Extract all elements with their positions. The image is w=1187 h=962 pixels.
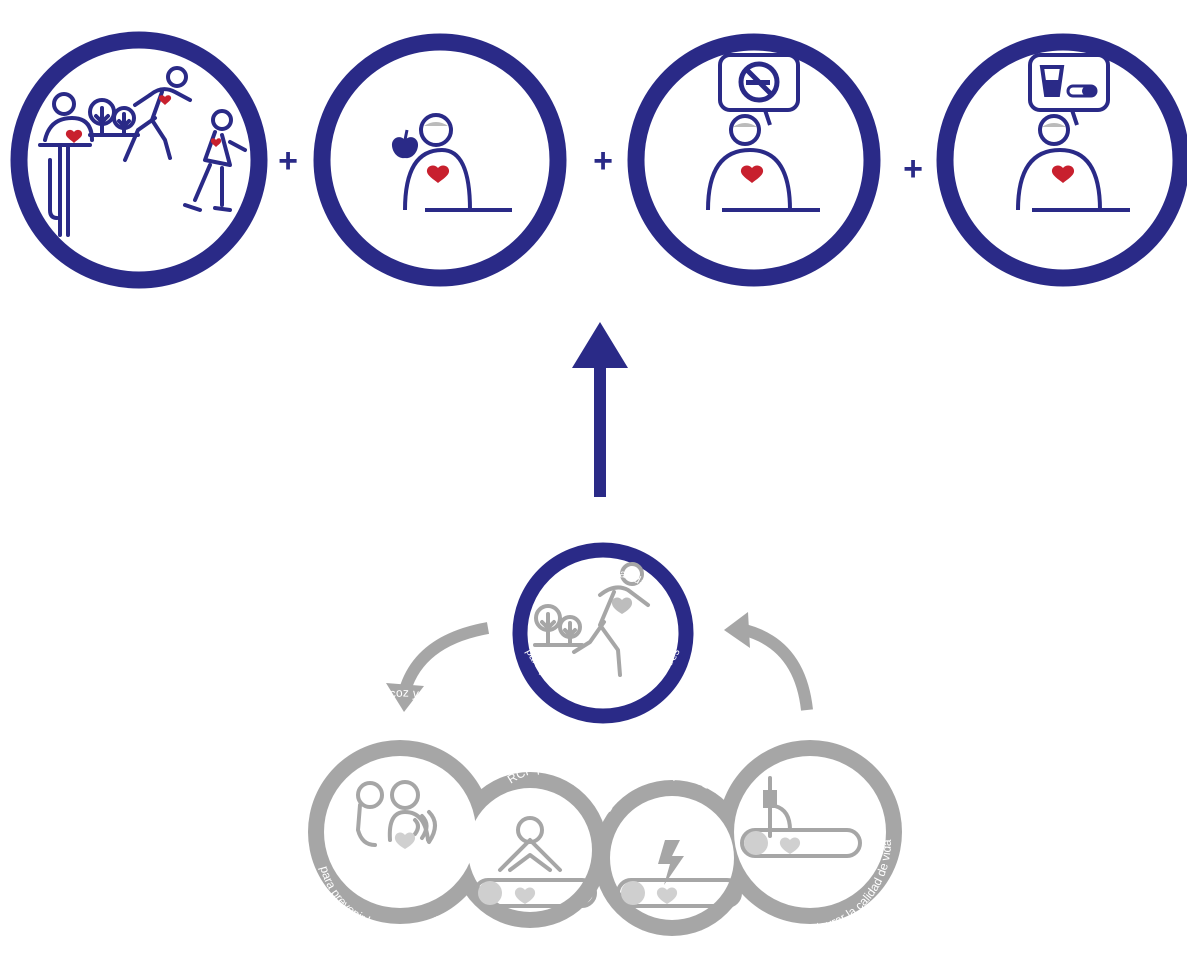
heart-icon xyxy=(514,887,536,904)
call-for-help-icon xyxy=(355,780,437,847)
chain-link-defibrillation xyxy=(616,840,742,908)
healthy-diet-circle-ring xyxy=(313,33,567,287)
right-curved-arrow xyxy=(724,612,813,711)
chain-of-survival: Reconocimiento precoz y pedir ayuda para… xyxy=(308,686,902,962)
plus-sign-3: + xyxy=(903,150,923,188)
badge-ring xyxy=(512,542,694,724)
speech-bubble-icon xyxy=(718,53,800,112)
heart-icon xyxy=(394,832,416,849)
running-man-icon xyxy=(533,562,650,677)
left-curved-arrow xyxy=(386,622,490,712)
heart-icon xyxy=(65,95,222,147)
exercise-circle-ring xyxy=(10,31,268,289)
up-arrow xyxy=(572,322,628,497)
healthy-diet-circle xyxy=(313,33,567,287)
heart-icon xyxy=(656,887,678,904)
heart-icon xyxy=(611,597,633,614)
cigarette-icon xyxy=(746,80,770,85)
heart-icon xyxy=(740,165,764,183)
no-smoking-icon xyxy=(706,53,820,212)
chain-link-cpr xyxy=(473,816,597,908)
heart-icon xyxy=(779,837,801,854)
defibrillation-icon xyxy=(616,878,742,908)
chain-2-bottom-text: para ganar tiempo xyxy=(485,926,580,959)
medication-icon xyxy=(1016,53,1130,212)
no-smoking-circle xyxy=(627,33,881,287)
head-icon xyxy=(729,114,761,146)
apple-icon xyxy=(391,137,419,159)
heart-icon xyxy=(1051,165,1075,183)
no-smoking-circle-ring xyxy=(627,33,881,287)
healthy-diet-icon xyxy=(391,113,512,212)
cpr-icon xyxy=(473,816,597,908)
medication-circle-ring xyxy=(936,33,1187,287)
heart-icon xyxy=(426,165,450,183)
plus-sign-1: + xyxy=(278,142,298,180)
healthy-lifestyle-badge: Estilo de vida saludable para prevenir e… xyxy=(512,542,694,724)
chain-link-recognition xyxy=(355,780,437,849)
lightning-bolt-icon xyxy=(658,840,684,885)
speech-bubble-icon xyxy=(1028,53,1110,112)
head-icon xyxy=(419,113,453,147)
exercise-icon xyxy=(38,66,247,237)
head-icon xyxy=(1038,114,1070,146)
medication-circle xyxy=(936,33,1187,287)
exercise-circle xyxy=(10,31,268,289)
post-resuscitation-care-icon xyxy=(740,776,862,858)
prohibited-icon xyxy=(738,61,780,103)
chain-link-post-care xyxy=(740,776,862,858)
plus-sign-2: + xyxy=(593,142,613,180)
